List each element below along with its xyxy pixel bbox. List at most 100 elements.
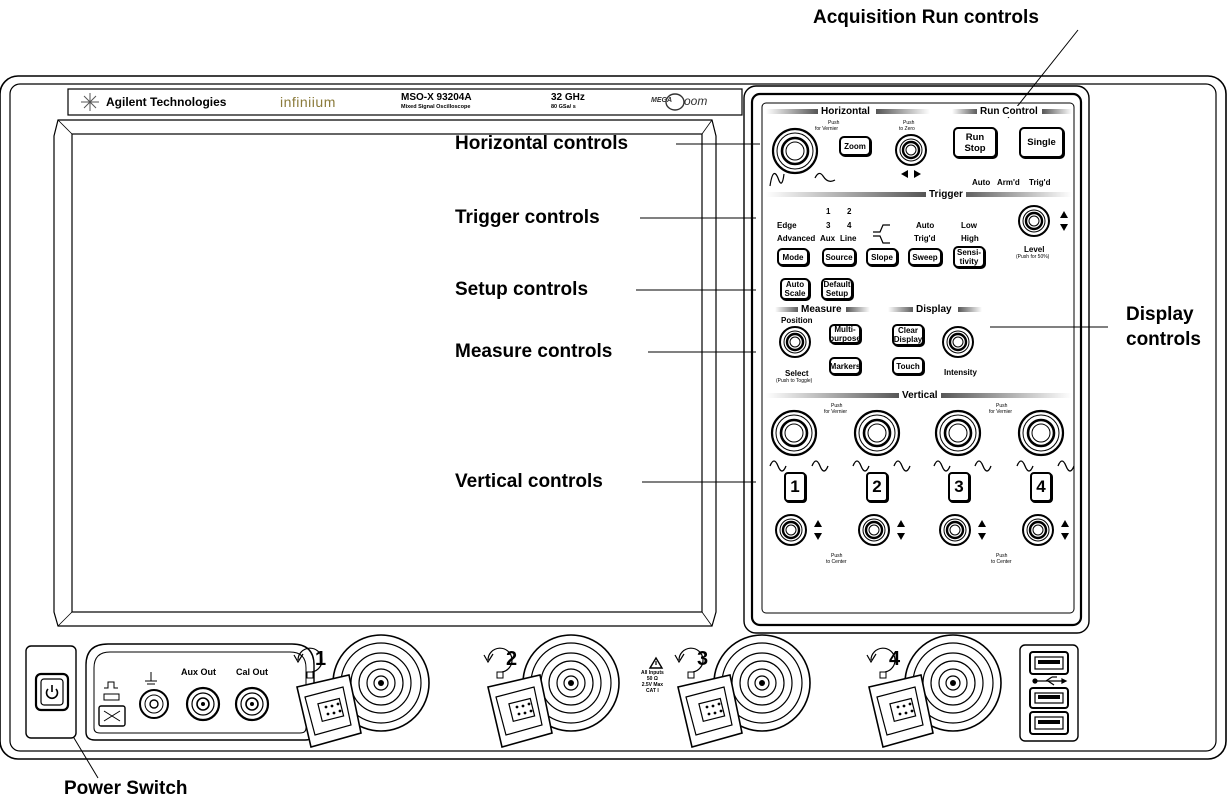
ch2-offset-knob[interactable] [857, 513, 891, 547]
vertical-push-vernier-label-right: Push [996, 403, 1008, 409]
trigger-sens-high-label: High [961, 234, 979, 243]
vertical-controls-label: Vertical controls [455, 471, 603, 492]
brand-name: Agilent Technologies [106, 95, 227, 109]
ch1-input-connector[interactable] [293, 634, 430, 748]
display-controls-label-line1: Display [1126, 304, 1194, 325]
ch1-scale-knob[interactable] [770, 409, 818, 457]
measure-position-knob[interactable] [778, 325, 812, 359]
trigger-source-3-label: 3 [826, 221, 831, 230]
horizontal-position-knob[interactable] [894, 133, 928, 167]
power-switch-label: Power Switch [64, 778, 188, 799]
cal-out-connector[interactable] [234, 686, 270, 722]
aux-out-connector[interactable] [185, 686, 221, 722]
default-setup-button[interactable]: Default Setup [821, 278, 853, 300]
horizontal-arrows-icon [901, 170, 921, 178]
horizontal-section-title: Horizontal [818, 106, 873, 117]
trigger-slope-button[interactable]: Slope [866, 248, 898, 266]
acquisition-run-controls-label: Acquisition Run controls [813, 7, 1039, 28]
horizontal-scale-knob[interactable] [771, 127, 819, 175]
cal-out-label: Cal Out [236, 667, 269, 677]
model-number: MSO-X 93204A [401, 92, 472, 103]
horizontal-wave-icon [769, 172, 836, 187]
trigger-sensitivity-button[interactable]: Sensi- tivity [953, 246, 985, 268]
ch3-scale-knob[interactable] [934, 409, 982, 457]
vertical-push-center-sub-left: to Center [826, 559, 847, 565]
auto-scale-button[interactable]: Auto Scale [780, 278, 810, 300]
trigger-source-1-label: 1 [826, 207, 831, 216]
trigger-mode-edge-label: Edge [777, 221, 797, 230]
bandwidth: 32 GHz [551, 92, 585, 103]
ground-icon [145, 672, 157, 685]
model-subtitle: Mixed Signal Oscilloscope [401, 104, 471, 110]
zoom-logo-text: oom [684, 94, 708, 108]
status-auto-label: Auto [972, 178, 991, 187]
ch2-scale-knob[interactable] [853, 409, 901, 457]
horizontal-push-label: Push [828, 120, 840, 126]
display-section-title: Display [913, 304, 955, 315]
trigger-sweep-auto-label: Auto [916, 221, 935, 230]
input-1-label: 1 [315, 648, 327, 670]
ch4-offset-knob[interactable] [1021, 513, 1055, 547]
trigger-source-button[interactable]: Source [822, 248, 856, 266]
measure-select-label: Select [785, 369, 809, 378]
status-armd-label: Arm'd [997, 178, 1020, 187]
trigger-level-sub-label: (Push for 50%) [1016, 254, 1050, 260]
horizontal-push-vernier-label: for Vernier [815, 126, 839, 132]
ch3-input-connector[interactable] [674, 634, 811, 748]
channel-3-button[interactable]: 3 [948, 472, 970, 502]
trigger-level-knob[interactable] [1017, 204, 1051, 238]
single-button[interactable]: Single [1019, 127, 1064, 158]
trigger-mode-advanced-label: Advanced [777, 234, 816, 243]
setup-controls-label: Setup controls [455, 279, 589, 300]
channel-4-button[interactable]: 4 [1030, 472, 1052, 502]
ch2-input-connector[interactable] [483, 634, 620, 748]
channel-1-button[interactable]: 1 [784, 472, 806, 502]
status-trigd-label: Trig'd [1029, 178, 1051, 187]
vertical-push-center-label-left: Push [831, 553, 843, 559]
measure-controls-label: Measure controls [455, 341, 613, 362]
trigger-controls-label: Trigger controls [455, 207, 600, 228]
zoom-button[interactable]: Zoom [839, 136, 871, 156]
sample-rate: 80 GSa/ s [551, 104, 576, 110]
horizontal-controls-label: Horizontal controls [455, 133, 629, 154]
vertical-push-vernier-sub-right: for Vernier [989, 409, 1013, 415]
trigger-level-label: Level [1024, 245, 1045, 254]
usb-port-middle[interactable] [1029, 687, 1069, 709]
trigger-out-icon [103, 681, 120, 701]
trigger-sweep-trigd-label: Trig'd [914, 234, 936, 243]
vertical-push-vernier-label-left: Push [831, 403, 843, 409]
markers-button[interactable]: Markers [829, 357, 861, 375]
run-stop-button[interactable]: Run Stop [953, 127, 997, 158]
ch4-scale-knob[interactable] [1017, 409, 1065, 457]
mega-zoom-logo [665, 93, 685, 111]
power-icon[interactable] [45, 685, 59, 700]
measure-section-title: Measure [798, 304, 845, 315]
ground-terminal[interactable] [139, 689, 169, 719]
callout-leaders [61, 29, 1108, 779]
channel-2-button[interactable]: 2 [866, 472, 888, 502]
input-3-label: 3 [697, 648, 709, 670]
display-controls-label-line2: controls [1126, 329, 1201, 350]
touch-button[interactable]: Touch [892, 357, 924, 375]
usb-port-bottom[interactable] [1029, 711, 1069, 735]
ch1-offset-knob[interactable] [774, 513, 808, 547]
trigger-source-2-label: 2 [847, 207, 852, 216]
ch3-offset-knob[interactable] [938, 513, 972, 547]
ch4-input-connector[interactable] [866, 634, 1002, 748]
multipurpose-button[interactable]: Multi- purpose [829, 324, 861, 344]
horizontal-push-zero-label: Push [903, 120, 915, 126]
usb-icon [1032, 676, 1068, 686]
product-line: infiniium [280, 94, 336, 110]
warning-icon [648, 656, 664, 669]
trigger-sweep-button[interactable]: Sweep [908, 248, 942, 266]
usb-probe-grid-icon [103, 710, 121, 722]
display-intensity-knob[interactable] [941, 325, 975, 359]
trigger-mode-button[interactable]: Mode [777, 248, 809, 266]
mega-logo-text: MEGA [651, 97, 672, 104]
vertical-push-center-label-right: Push [996, 553, 1008, 559]
trigger-source-4-label: 4 [847, 221, 852, 230]
clear-display-button[interactable]: Clear Display [892, 324, 924, 346]
usb-port-top[interactable] [1029, 651, 1069, 675]
measure-position-label: Position [781, 316, 813, 325]
